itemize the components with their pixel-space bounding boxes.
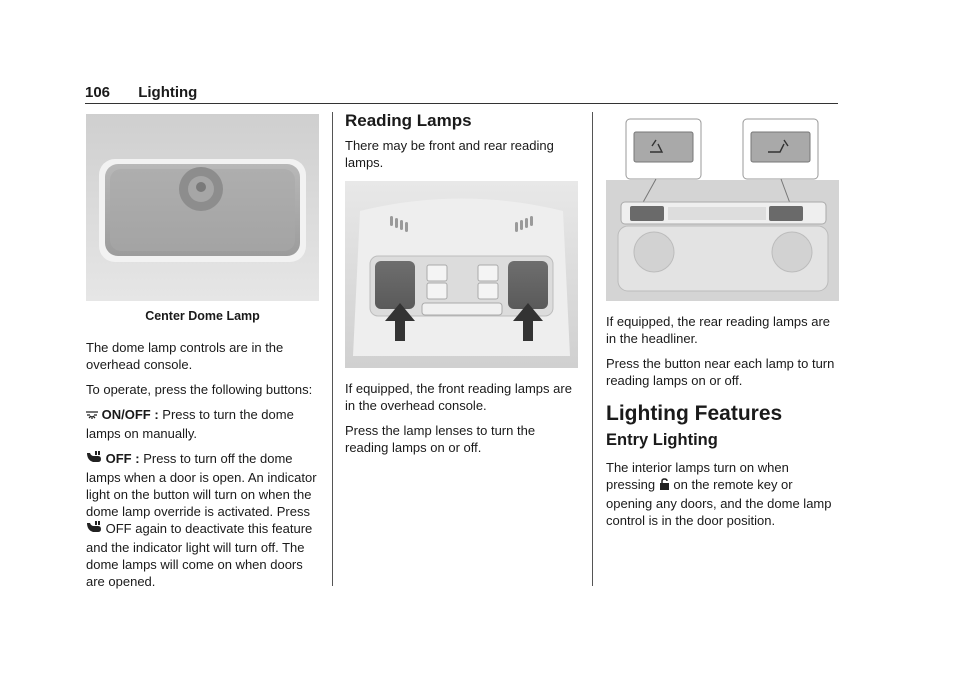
instruction-paragraph: To operate, press the following buttons: bbox=[86, 382, 313, 397]
dome-lamp-off-icon bbox=[86, 521, 102, 539]
dome-lamp-on-icon bbox=[86, 408, 98, 425]
entry-text-2: on the remote key or opening any doors, … bbox=[606, 477, 832, 528]
off-text-2: OFF again to deactivate this feature and… bbox=[86, 521, 313, 589]
column-divider-1 bbox=[332, 112, 333, 586]
column-divider-2 bbox=[592, 112, 593, 586]
reading-lamps-heading: Reading Lamps bbox=[345, 111, 472, 130]
page-header: 106 Lighting bbox=[85, 84, 197, 101]
lighting-features-heading: Lighting Features bbox=[606, 402, 783, 425]
column-3: If equipped, the rear reading lamps are … bbox=[606, 114, 839, 537]
on-off-paragraph: ON/OFF : Press to turn the dome lamps on… bbox=[86, 406, 319, 442]
header-rule bbox=[85, 103, 838, 104]
entry-lighting-heading: Entry Lighting bbox=[606, 431, 718, 449]
entry-text-1: The interior lamps turn on when pressing bbox=[606, 460, 789, 492]
dome-lamp-off-icon bbox=[86, 451, 102, 469]
entry-lighting-paragraph: The interior lamps turn on when pressing… bbox=[606, 459, 839, 529]
column-1: Center Dome Lamp The dome lamp controls … bbox=[86, 114, 319, 598]
front-reading-lamps-image bbox=[345, 181, 578, 368]
dome-lamp-image bbox=[86, 114, 319, 301]
figure-caption: Center Dome Lamp bbox=[145, 309, 260, 323]
page-number: 106 bbox=[85, 84, 111, 101]
off-label: OFF : bbox=[105, 451, 140, 466]
rear-reading-paragraph: If equipped, the rear reading lamps are … bbox=[606, 314, 831, 346]
press-lens-paragraph: Press the lamp lenses to turn the readin… bbox=[345, 423, 536, 455]
reading-intro-paragraph: There may be front and rear reading lamp… bbox=[345, 138, 554, 170]
unlock-icon bbox=[659, 478, 670, 495]
dome-intro-paragraph: The dome lamp controls are in the overhe… bbox=[86, 340, 284, 372]
on-off-label: ON/OFF : bbox=[101, 407, 159, 422]
section-title: Lighting bbox=[138, 84, 198, 101]
on-off-text: Press to turn the dome lamps on manually… bbox=[86, 407, 294, 441]
off-paragraph: OFF : Press to turn off the dome lamps w… bbox=[86, 450, 319, 590]
press-button-paragraph: Press the button near each lamp to turn … bbox=[606, 356, 835, 388]
column-2: Reading Lamps There may be front and rea… bbox=[345, 112, 578, 464]
rear-reading-lamps-image bbox=[606, 114, 839, 301]
off-text-1: Press to turn off the dome lamps when a … bbox=[86, 451, 317, 519]
front-reading-paragraph: If equipped, the front reading lamps are… bbox=[345, 381, 572, 413]
